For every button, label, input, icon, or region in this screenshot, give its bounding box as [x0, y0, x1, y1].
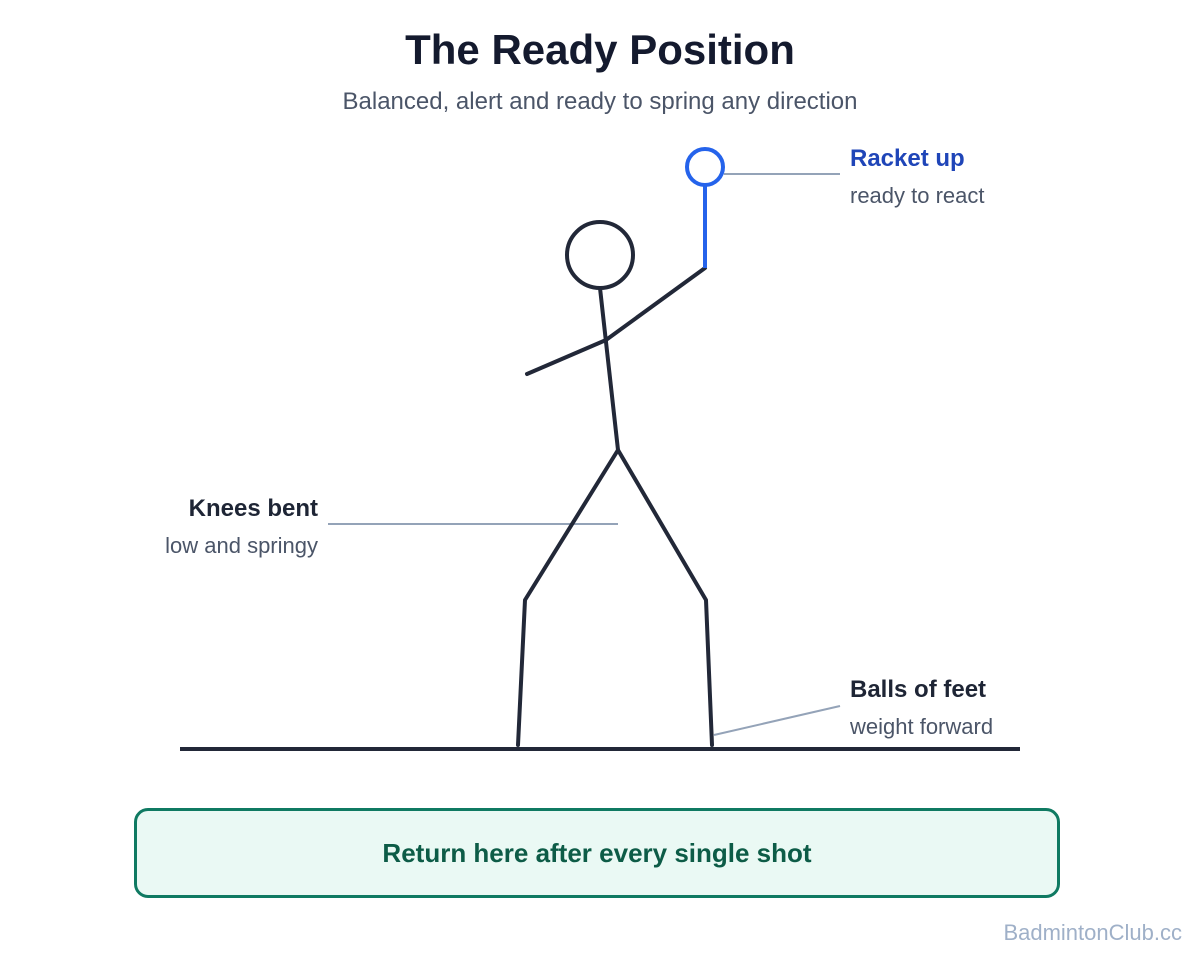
racket [685, 147, 725, 268]
annotation-feet-detail: weight forward [850, 714, 994, 739]
annotation-knees-detail: low and springy [165, 533, 318, 558]
stick-figure [516, 220, 714, 747]
callout-text: Return here after every single shot [382, 837, 812, 868]
figure-torso [598, 286, 620, 452]
annotation-feet-heading: Balls of feet [850, 676, 987, 703]
annotation-balls-of-feet: Balls of feet weight forward [850, 675, 993, 742]
figure-right-arm [604, 266, 707, 342]
feet-leader-line [713, 705, 841, 736]
annotation-racket-heading: Racket up [850, 145, 965, 172]
page-title: The Ready Position [405, 26, 795, 73]
watermark: BadmintonClub.cc [1003, 920, 1182, 945]
figure-right-leg [616, 448, 714, 747]
callout-box: Return here after every single shot [134, 808, 1060, 898]
annotation-racket-up: Racket up ready to react [850, 144, 985, 211]
annotation-racket-detail: ready to react [850, 183, 985, 208]
page-subtitle: Balanced, alert and ready to spring any … [342, 88, 858, 115]
figure-left-arm [525, 338, 608, 376]
figure-left-leg [516, 448, 620, 747]
annotation-knees-heading: Knees bent [188, 495, 318, 522]
annotation-knees-bent: Knees bent low and springy [100, 494, 318, 561]
racket-head [685, 147, 725, 187]
figure-head [565, 220, 635, 290]
